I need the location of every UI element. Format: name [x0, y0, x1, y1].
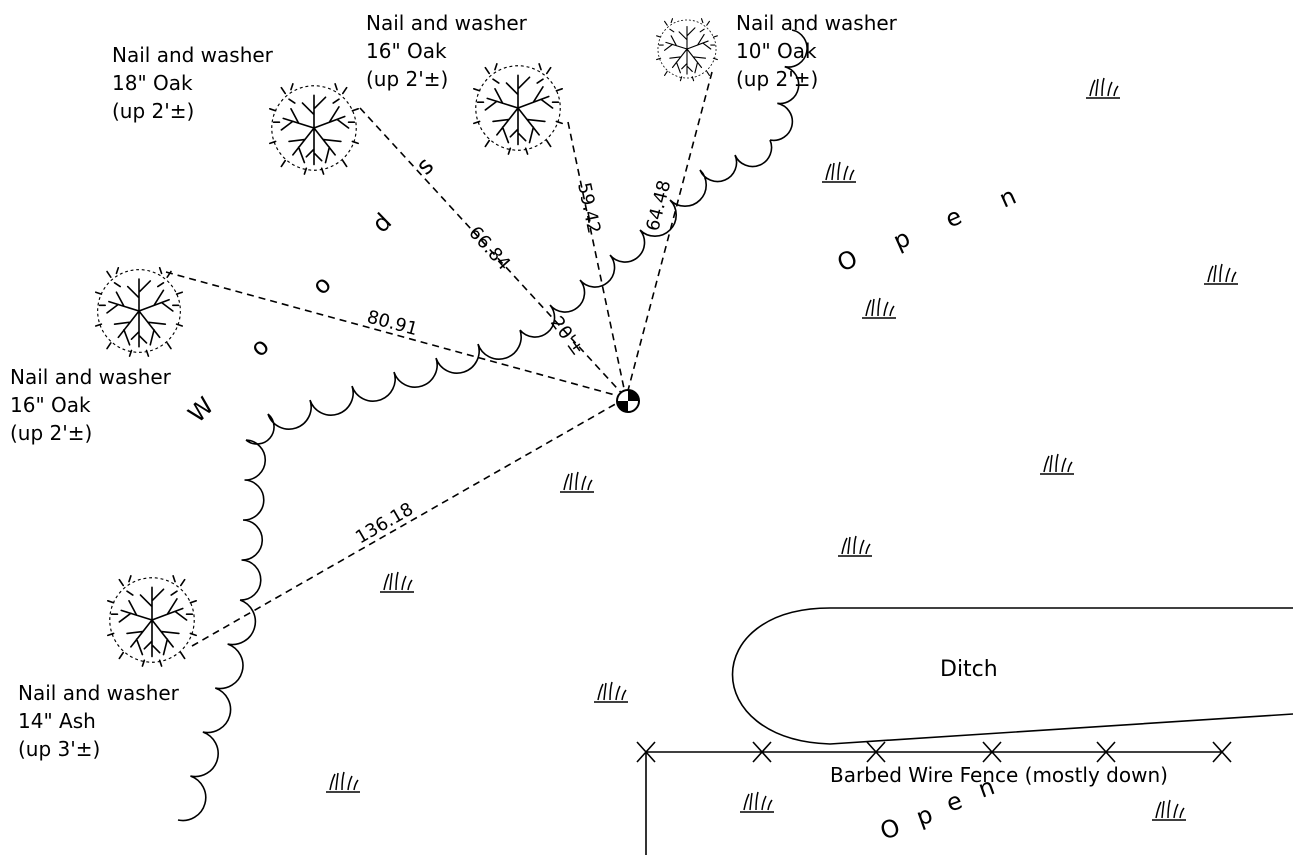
- fence-post-icon: [1212, 741, 1232, 763]
- svg-text:14" Ash: 14" Ash: [18, 709, 96, 733]
- grass-icon: [861, 297, 897, 319]
- distance-20-approx: 20'±: [546, 313, 588, 360]
- svg-text:(up 3'±): (up 3'±): [18, 737, 100, 761]
- svg-text:s: s: [411, 151, 439, 180]
- svg-text:10" Oak: 10" Oak: [736, 39, 817, 63]
- tree-18-oak-icon: [269, 83, 359, 175]
- grass-icon: [1203, 263, 1239, 285]
- label-14-ash: Nail and washer 14" Ash (up 3'±): [18, 681, 180, 761]
- label-18-oak: Nail and washer 18" Oak (up 2'±): [112, 43, 274, 123]
- grass-icon: [1151, 799, 1187, 821]
- svg-text:W: W: [183, 392, 220, 429]
- label-16-oak-a: Nail and washer 16" Oak (up 2'±): [366, 11, 528, 91]
- fence-post-icon: [752, 741, 772, 763]
- woods-edge-line: [177, 29, 808, 822]
- grass-tufts: [325, 77, 1239, 821]
- svg-text:d: d: [367, 208, 397, 239]
- svg-text:O: O: [833, 244, 862, 277]
- grass-icon: [837, 535, 873, 557]
- svg-text:n: n: [995, 182, 1020, 214]
- svg-text:p: p: [912, 800, 936, 832]
- svg-text:(up 2'±): (up 2'±): [366, 67, 448, 91]
- woods-label: W o o d s: [183, 151, 439, 428]
- svg-text:Nail and washer: Nail and washer: [18, 681, 180, 705]
- svg-text:(up 2'±): (up 2'±): [736, 67, 818, 91]
- grass-icon: [1039, 453, 1075, 475]
- svg-text:o: o: [307, 270, 337, 300]
- grass-icon: [379, 571, 415, 593]
- grass-icon: [325, 771, 361, 793]
- ditch-outline: [731, 607, 1293, 745]
- grass-icon: [593, 681, 629, 703]
- svg-text:18" Oak: 18" Oak: [112, 71, 193, 95]
- fence-label: Barbed Wire Fence (mostly down): [830, 763, 1168, 787]
- svg-text:e: e: [941, 202, 966, 234]
- grass-icon: [1085, 77, 1121, 99]
- label-16-oak-b: Nail and washer 16" Oak (up 2'±): [10, 365, 172, 445]
- grass-icon: [559, 471, 595, 493]
- open-label-upper: O p e n: [833, 182, 1020, 278]
- grass-icon: [821, 161, 857, 183]
- svg-text:16" Oak: 16" Oak: [366, 39, 447, 63]
- svg-text:O: O: [876, 813, 903, 846]
- svg-text:o: o: [245, 332, 275, 362]
- fence-post-icon: [636, 741, 656, 763]
- tree-14-ash-icon: [107, 575, 197, 667]
- distance-136-18: 136.18: [352, 499, 417, 549]
- svg-text:Nail and washer: Nail and washer: [736, 11, 898, 35]
- svg-text:16" Oak: 16" Oak: [10, 393, 91, 417]
- woods-edge-scallops: [177, 29, 808, 822]
- fence-post-icon: [866, 741, 886, 763]
- distance-64-48: 64.48: [642, 178, 675, 233]
- grass-icon: [739, 791, 775, 813]
- tie-lines: [165, 71, 713, 647]
- svg-text:Nail and washer: Nail and washer: [366, 11, 528, 35]
- svg-text:p: p: [889, 224, 914, 256]
- ditch-label: Ditch: [940, 657, 998, 682]
- fence-post-icon: [1096, 741, 1116, 763]
- distance-80-91: 80.91: [365, 307, 420, 341]
- svg-text:e: e: [942, 786, 965, 817]
- fence-post-icon: [982, 741, 1002, 763]
- distance-66-84: 66.84: [464, 222, 514, 274]
- barbed-wire-fence: [636, 741, 1232, 855]
- tree-16-oak-b-icon: [94, 266, 184, 357]
- tree-10-oak-icon: [656, 18, 718, 82]
- tree-16-oak-a-icon: [473, 63, 563, 155]
- distance-59-42: 59.42: [573, 181, 604, 236]
- svg-text:Nail and washer: Nail and washer: [10, 365, 172, 389]
- svg-text:(up 2'±): (up 2'±): [112, 99, 194, 123]
- control-point-icon: [616, 389, 640, 413]
- svg-text:(up 2'±): (up 2'±): [10, 421, 92, 445]
- svg-text:Nail and washer: Nail and washer: [112, 43, 274, 67]
- label-10-oak: Nail and washer 10" Oak (up 2'±): [736, 11, 898, 91]
